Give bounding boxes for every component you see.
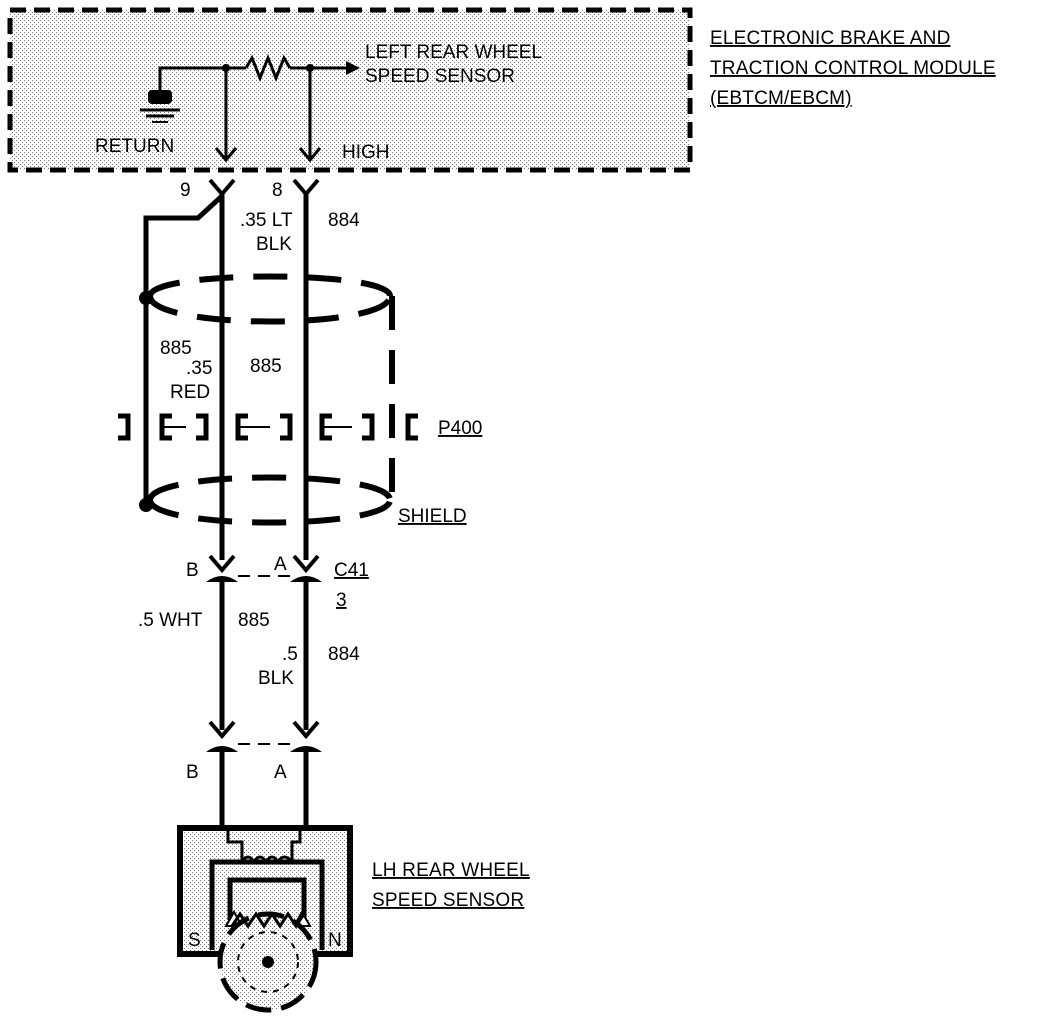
wire-lower-right-size-line2: BLK bbox=[258, 668, 294, 689]
sensor-connector bbox=[206, 720, 322, 752]
sensor-label-line1: LH REAR WHEEL bbox=[372, 860, 530, 881]
wire-upper-left-size-line1: .35 bbox=[186, 358, 212, 379]
pin-9-label: 9 bbox=[180, 180, 191, 201]
ground-icon bbox=[140, 90, 180, 123]
module-title-line3: (EBTCM/EBCM) bbox=[710, 88, 852, 109]
pin-8-label: 8 bbox=[272, 180, 283, 201]
pole-n-label: N bbox=[328, 930, 342, 951]
sensor-leads bbox=[219, 752, 309, 828]
signal-arrow-icon bbox=[346, 61, 360, 75]
module-box bbox=[7, 7, 693, 173]
lower-wires bbox=[219, 582, 309, 730]
return-arrow-icon bbox=[214, 147, 238, 163]
module-title-line2: TRACTION CONTROL MODULE bbox=[710, 58, 996, 79]
p400-label: P400 bbox=[438, 418, 482, 439]
ebtcm-module: LEFT REAR WHEEL SPEED SENSOR RETURN HIGH bbox=[7, 7, 693, 173]
wire-upper-right-size-line1: .35 LT bbox=[240, 210, 293, 231]
shield bbox=[147, 273, 395, 526]
sensor-pin-a: A bbox=[274, 762, 287, 783]
wire-lower-right-size-line1: .5 bbox=[282, 644, 298, 665]
module-title-line1: ELECTRONIC BRAKE AND bbox=[710, 28, 951, 49]
sensor-label-line2: SPEED SENSOR bbox=[372, 890, 524, 911]
return-label: RETURN bbox=[95, 136, 174, 157]
pole-s-label: S bbox=[188, 930, 201, 951]
wire-upper-left-size-line2: RED bbox=[170, 382, 210, 403]
module-title: ELECTRONIC BRAKE AND TRACTION CONTROL MO… bbox=[710, 28, 996, 109]
shield-top-ellipse-back bbox=[147, 273, 393, 298]
internal-label-line1: LEFT REAR WHEEL bbox=[365, 42, 542, 63]
c41-connector bbox=[206, 554, 322, 582]
p400-connector bbox=[118, 413, 418, 441]
lh-rear-wheel-speed-sensor: S N bbox=[177, 825, 353, 1013]
c41-pin-b: B bbox=[186, 560, 199, 581]
module-pins bbox=[208, 178, 320, 198]
drain-circuit: 885 bbox=[160, 338, 192, 359]
high-arrow-icon bbox=[298, 147, 322, 163]
c41-pin-a: A bbox=[274, 554, 287, 575]
wire-lower-left-circuit: 885 bbox=[238, 610, 270, 631]
c41-label: C41 bbox=[334, 560, 369, 581]
drain-wire bbox=[143, 194, 224, 298]
wire-upper-right-circuit: 884 bbox=[328, 210, 360, 231]
reluctor-wheel-icon bbox=[217, 911, 319, 1013]
wire-upper-right-size-line2: BLK bbox=[256, 234, 292, 255]
wire-lower-right-circuit: 884 bbox=[328, 644, 360, 665]
sensor-pin-b: B bbox=[186, 762, 199, 783]
c41-sub-label: 3 bbox=[336, 590, 347, 611]
shield-top-ellipse-front bbox=[147, 294, 393, 325]
shield-label: SHIELD bbox=[398, 506, 467, 527]
internal-label-line2: SPEED SENSOR bbox=[365, 66, 515, 87]
shield-bottom-ellipse-back bbox=[147, 474, 393, 502]
wire-lower-left-size: .5 WHT bbox=[138, 610, 203, 631]
wire-upper-left-circuit: 885 bbox=[250, 356, 282, 377]
shield-bottom-ellipse-front bbox=[147, 498, 393, 526]
high-label: HIGH bbox=[342, 142, 390, 163]
upper-wires bbox=[143, 194, 309, 560]
